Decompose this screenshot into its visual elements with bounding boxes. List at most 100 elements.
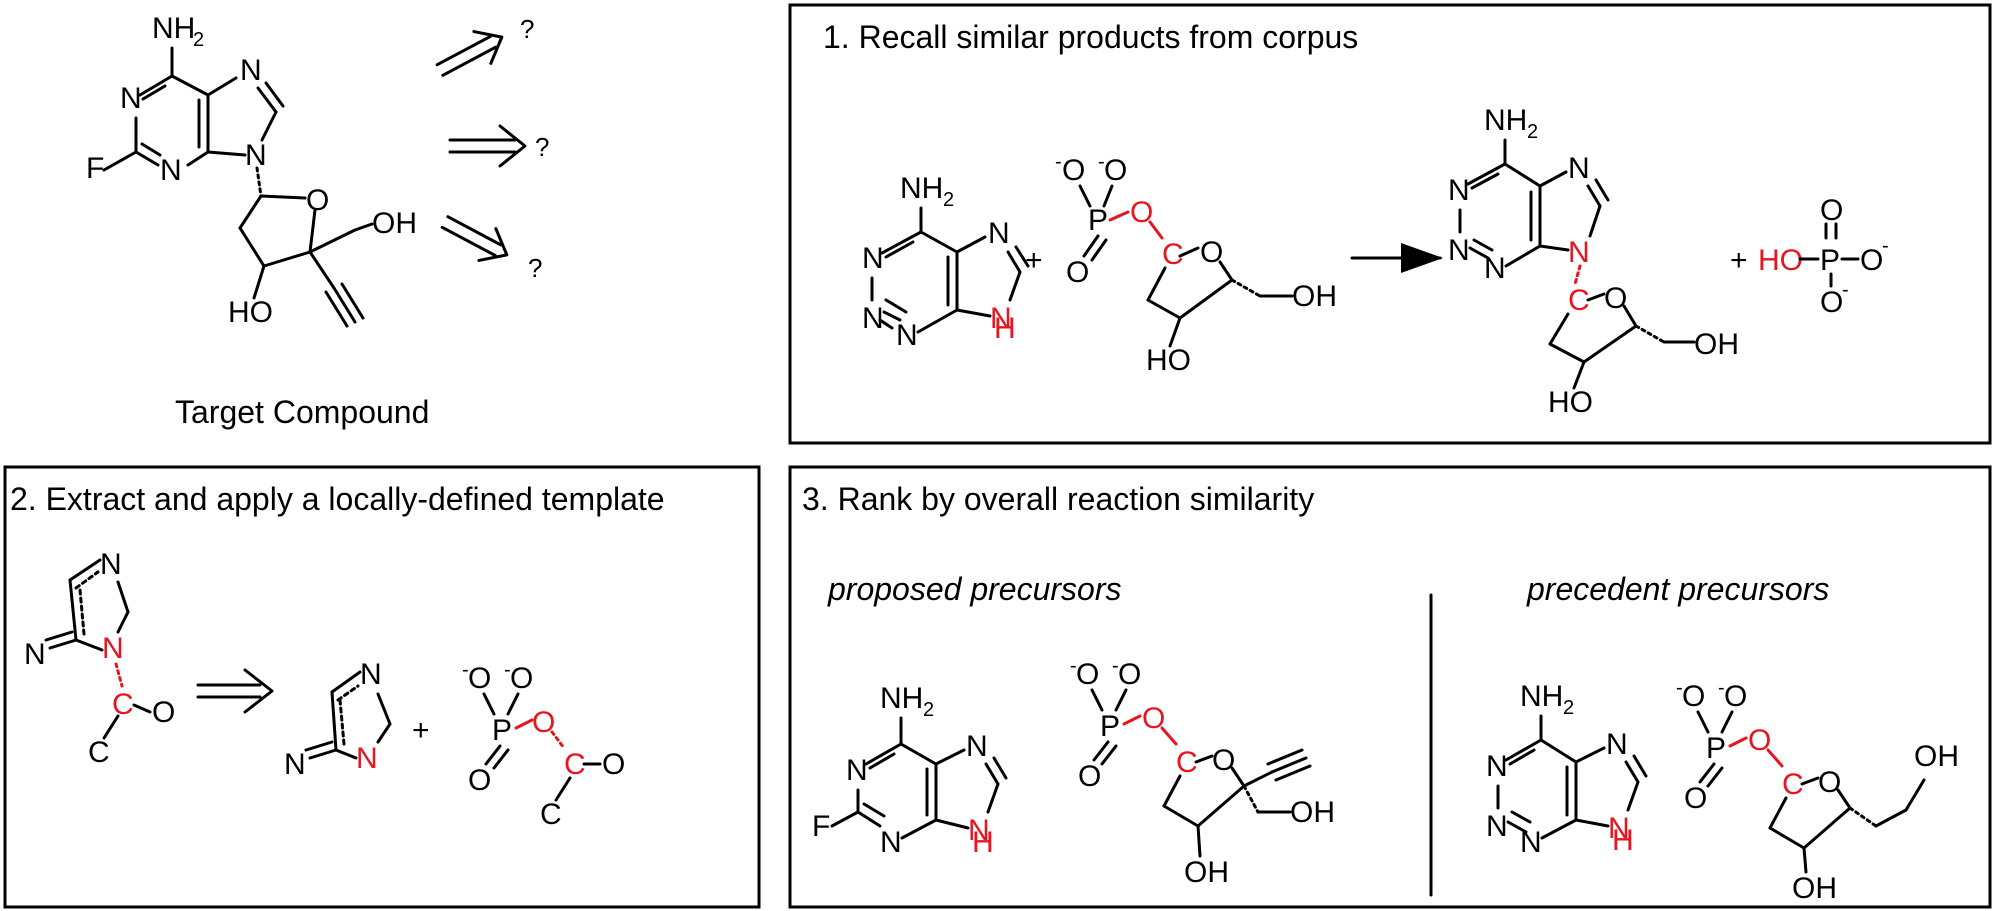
svg-text:O: O — [468, 662, 491, 695]
svg-text:NH: NH — [1520, 680, 1563, 713]
svg-text:C: C — [1162, 238, 1184, 271]
svg-text:N: N — [880, 826, 902, 859]
panel2-plus: + — [412, 714, 430, 747]
svg-text:NH: NH — [1484, 104, 1527, 137]
svg-text:N: N — [1606, 728, 1628, 761]
panel2-template-phosphate: - O - O P O O C O C — [462, 659, 625, 831]
svg-text:OH: OH — [1694, 328, 1739, 361]
svg-text:H: H — [1612, 824, 1634, 857]
panel2-template-product: N N N C O C — [24, 548, 175, 769]
svg-text:?: ? — [535, 132, 549, 162]
svg-text:OH: OH — [1184, 856, 1229, 889]
svg-text:2: 2 — [1527, 121, 1538, 143]
svg-text:O: O — [1062, 154, 1085, 187]
svg-text:?: ? — [520, 14, 534, 44]
svg-text:-: - — [1070, 655, 1077, 677]
svg-text:-: - — [462, 659, 469, 681]
panel3-proposed-sugar: - O - O P O O C O OH OH — [1070, 655, 1335, 889]
svg-text:OH: OH — [1292, 280, 1337, 313]
panel1-plus-1: + — [1025, 244, 1043, 277]
svg-text:N: N — [896, 319, 918, 352]
svg-text:-: - — [1055, 151, 1062, 173]
svg-text:N: N — [100, 548, 122, 581]
svg-text:H: H — [972, 826, 994, 859]
svg-text:N: N — [356, 742, 378, 775]
svg-text:C: C — [112, 688, 134, 721]
svg-text:O: O — [1212, 744, 1235, 777]
svg-text:-: - — [1842, 279, 1849, 301]
svg-text:C: C — [564, 748, 586, 781]
svg-text:N: N — [1520, 826, 1542, 859]
svg-text:N: N — [862, 242, 884, 275]
svg-text:N: N — [1568, 152, 1590, 185]
svg-text:OH: OH — [1792, 872, 1837, 905]
precedent-precursors-label: precedent precursors — [1526, 571, 1829, 607]
svg-text:N: N — [24, 638, 46, 671]
svg-text:2: 2 — [923, 699, 934, 721]
svg-text:O: O — [602, 748, 625, 781]
panel3-precedent-sugar: - O - O P O O C O OH OH — [1676, 677, 1959, 905]
svg-text:O: O — [1200, 236, 1223, 269]
svg-text:N: N — [990, 302, 1012, 335]
svg-text:O: O — [1130, 196, 1153, 229]
panel1-sugar-phosphate: - O - O P O O C O HO OH — [1055, 151, 1337, 377]
svg-text:O: O — [1860, 244, 1883, 277]
svg-text:N: N — [1608, 812, 1630, 845]
panel2-template-reactants: N N N — [284, 658, 392, 781]
svg-text:O: O — [1818, 766, 1841, 799]
svg-text:O: O — [1066, 256, 1089, 289]
svg-text:2: 2 — [193, 29, 204, 51]
panel1-adenine: NH 2 N N N N N H H — [862, 172, 1030, 352]
svg-text:OH: OH — [372, 207, 417, 240]
svg-text:-: - — [504, 659, 511, 681]
svg-text:N: N — [360, 658, 382, 691]
svg-text:N: N — [1486, 750, 1508, 783]
panel3-proposed-base: NH 2 N F N N N H — [812, 682, 1008, 859]
target-compound-structure: NH 2 N F N N N O OH — [86, 12, 417, 329]
svg-text:P: P — [492, 714, 512, 747]
svg-text:O: O — [1748, 724, 1771, 757]
svg-text:-: - — [1112, 655, 1119, 677]
panel2-retro-arrow — [196, 668, 274, 714]
svg-text:C: C — [540, 798, 562, 831]
svg-text:O: O — [1684, 782, 1707, 815]
svg-text:H: H — [994, 312, 1016, 345]
svg-text:N: N — [1448, 234, 1470, 267]
svg-text:O: O — [1820, 286, 1843, 319]
svg-text:2: 2 — [1563, 697, 1574, 719]
step2-title: 2. Extract and apply a locally-defined t… — [10, 481, 665, 517]
svg-text:OH: OH — [1290, 796, 1335, 829]
svg-text:O: O — [1118, 658, 1141, 691]
panel-recall-box — [788, 3, 1992, 445]
svg-text:N: N — [240, 54, 262, 87]
svg-text:N: N — [284, 748, 306, 781]
panel3-precedent-base: NH 2 N N N N N H — [1486, 680, 1648, 859]
svg-text:NH: NH — [880, 682, 923, 715]
svg-text:O: O — [468, 764, 491, 797]
panel1-phosphate-byproduct: HO P O - O O - — [1758, 194, 1889, 319]
svg-text:N: N — [1448, 174, 1470, 207]
panel-rank-box — [788, 465, 1992, 909]
svg-text:C: C — [1782, 768, 1804, 801]
svg-text:P: P — [1706, 732, 1726, 765]
svg-text:HO: HO — [1146, 344, 1191, 377]
svg-text:F: F — [86, 152, 104, 185]
svg-text:N: N — [862, 302, 884, 335]
svg-text:N: N — [245, 139, 267, 172]
svg-text:O: O — [306, 184, 329, 217]
svg-text:O: O — [1104, 154, 1127, 187]
svg-text:F: F — [812, 810, 830, 843]
svg-text:OH: OH — [1914, 740, 1959, 773]
svg-text:2: 2 — [943, 189, 954, 211]
svg-text:N: N — [968, 814, 990, 847]
svg-text:NH: NH — [152, 12, 195, 45]
svg-text:N: N — [1568, 236, 1590, 269]
panel-template-box — [3, 465, 761, 909]
svg-text:O: O — [1820, 194, 1843, 227]
panel1-product: NH 2 N N N N N C O HO OH — [1448, 104, 1739, 419]
svg-text:HO: HO — [228, 296, 273, 329]
retro-arrows: ? ? ? — [435, 14, 549, 283]
svg-text:-: - — [1718, 677, 1725, 699]
svg-text:C: C — [1568, 284, 1590, 317]
